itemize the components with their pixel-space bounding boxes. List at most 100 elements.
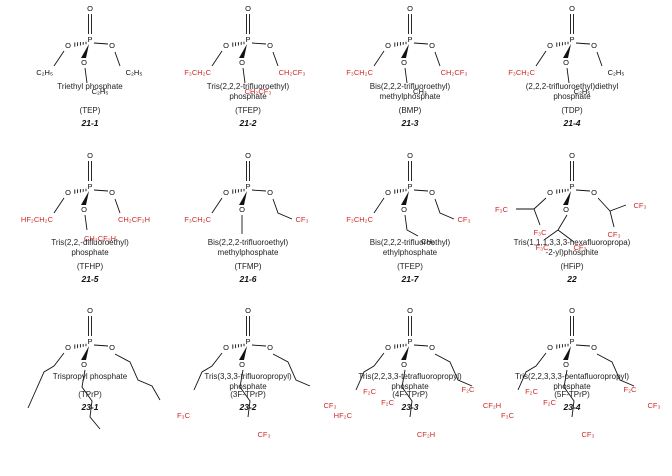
compound-name-line: Tris(2,2,3,3,3-pentafluoropropyl) bbox=[515, 372, 629, 381]
wedge-bond bbox=[81, 44, 89, 58]
left-chain bbox=[211, 50, 223, 67]
right-chain bbox=[114, 353, 161, 401]
left-chain bbox=[53, 50, 65, 67]
compound-abbreviation: (TFEP) bbox=[235, 106, 261, 115]
right-group-label: CH₂CF₃ bbox=[441, 68, 468, 77]
compound-number: 21-1 bbox=[81, 118, 99, 128]
down-group-label: C₂H₅ bbox=[92, 87, 109, 96]
compound-name-line: ethylphosphate bbox=[382, 248, 438, 257]
left-oxygen-atom: O bbox=[385, 188, 391, 197]
compound-abbreviation: (TPrP) bbox=[78, 390, 102, 399]
left-branch bbox=[533, 208, 541, 226]
compound-name-line: Tris(1,1,1,3,3,3-hexafluoropropa) bbox=[513, 238, 631, 247]
right-oxygen-atom: O bbox=[267, 41, 273, 50]
left-oxygen-atom: O bbox=[547, 343, 553, 352]
down-oxygen-atom: O bbox=[563, 205, 569, 214]
right-group-label: C₂H₅ bbox=[126, 68, 143, 77]
compound-name-line: methylphosphate bbox=[217, 248, 279, 257]
down-branch bbox=[543, 229, 559, 241]
left-chain bbox=[355, 352, 385, 391]
phosphorus-atom: P bbox=[245, 35, 250, 44]
compound-name-line: phosphate bbox=[229, 92, 267, 101]
wedge-bond bbox=[401, 346, 409, 360]
compound-name-line: Trispropyl phosphate bbox=[52, 372, 128, 381]
compound-name-line: Tris(3,3,3-trifluoropropyl) bbox=[204, 372, 292, 381]
left-chain bbox=[516, 197, 547, 210]
oxo-oxygen-atom: O bbox=[87, 4, 93, 13]
compound-name: Tris(1,1,1,3,3,3-hexafluoropropa)-2-yl)p… bbox=[492, 238, 652, 258]
compound-name-line: methylphosphate bbox=[379, 92, 441, 101]
right-group-label: CF₃ bbox=[633, 201, 646, 210]
right-oxygen-atom: O bbox=[429, 41, 435, 50]
compound-number: 21-3 bbox=[401, 118, 419, 128]
left-chain bbox=[53, 197, 65, 214]
down-chain bbox=[239, 369, 251, 418]
compound-name: Trispropyl phosphate bbox=[10, 372, 170, 382]
down-chain bbox=[404, 67, 408, 84]
oxo-oxygen-atom: O bbox=[245, 306, 251, 315]
compound-name-line: Tris(2,2,3,3-tetrafluoropropyl) bbox=[358, 372, 462, 381]
right-group-label: CH₂CF₂H bbox=[118, 215, 150, 224]
compound-name: Triethyl phosphate bbox=[10, 82, 170, 92]
right-group-label: CF₃ bbox=[457, 215, 470, 224]
right-chain bbox=[434, 198, 455, 220]
right-group-label: CF₃ bbox=[323, 401, 336, 410]
down-group-label: C₂H₅ bbox=[574, 87, 591, 96]
phosphorus-atom: P bbox=[407, 35, 412, 44]
compound-name-line: Tris(2,2,-difluoroethyl) bbox=[51, 238, 129, 247]
right-cf2-label: F₂C bbox=[624, 385, 637, 394]
right-chain bbox=[272, 198, 293, 220]
compound-name: Bis(2,2,2-trifluoroethyl)methylphosphate bbox=[168, 238, 328, 258]
right-oxygen-atom: O bbox=[109, 343, 115, 352]
left-group-label: F₃C bbox=[495, 205, 509, 214]
left-branch-label: F₃C bbox=[533, 228, 547, 237]
right-chain bbox=[114, 198, 121, 214]
down-group-label: CH₂CF₃ bbox=[245, 87, 272, 96]
left-oxygen-atom: O bbox=[223, 343, 229, 352]
compound-name-line: Bis(2,2,2-trifluoroethyl) bbox=[369, 82, 451, 91]
compound-number: 23-1 bbox=[81, 402, 99, 412]
left-oxygen-atom: O bbox=[223, 188, 229, 197]
compound-abbreviation: (TDP) bbox=[561, 106, 583, 115]
down-group-label: CF₂H bbox=[417, 430, 435, 439]
down-oxygen-atom: O bbox=[401, 360, 407, 369]
left-group-label: HF₂C bbox=[334, 411, 353, 420]
down-group-label: CH₂CF₂H bbox=[84, 234, 116, 243]
compound-number: 22 bbox=[567, 274, 577, 284]
wedge-bond bbox=[239, 44, 247, 58]
wedge-bond bbox=[239, 346, 247, 360]
right-oxygen-atom: O bbox=[109, 41, 115, 50]
phosphorus-atom: P bbox=[569, 182, 574, 191]
down-oxygen-atom: O bbox=[401, 205, 407, 214]
p-o-bond bbox=[93, 189, 109, 192]
right-group-label: CF₃ bbox=[295, 215, 308, 224]
compound-number: 21-7 bbox=[401, 274, 419, 284]
left-oxygen-atom: O bbox=[385, 343, 391, 352]
right-group-label: CF₂H bbox=[483, 401, 501, 410]
right-oxygen-atom: O bbox=[429, 188, 435, 197]
right-chain bbox=[434, 51, 441, 67]
down-chain bbox=[81, 369, 101, 430]
compound-name-line: phosphate bbox=[391, 382, 429, 391]
p-o-bond bbox=[93, 344, 109, 347]
p-o-bond bbox=[575, 189, 591, 192]
compound-name: Tris(3,3,3-trifluoropropyl)phosphate bbox=[168, 372, 328, 392]
phosphorus-atom: P bbox=[245, 182, 250, 191]
phosphorus-atom: P bbox=[569, 35, 574, 44]
p-o-bond bbox=[575, 42, 591, 45]
down-group-label: CH₃ bbox=[421, 237, 435, 246]
down-chain bbox=[401, 369, 413, 418]
phosphorus-atom: P bbox=[569, 337, 574, 346]
oxo-oxygen-atom: O bbox=[569, 4, 575, 13]
compound-abbreviation: (TFEP) bbox=[397, 262, 423, 271]
compound-abbreviation: (BMP) bbox=[398, 106, 422, 115]
compound-number: 21-6 bbox=[239, 274, 257, 284]
compound-number: 23-3 bbox=[401, 402, 419, 412]
